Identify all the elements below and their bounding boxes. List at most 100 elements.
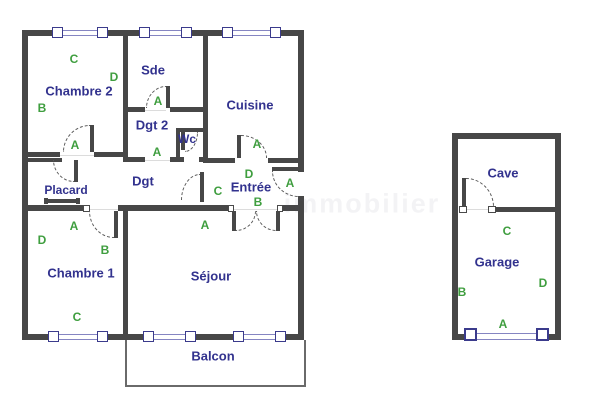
window-jamb (185, 331, 196, 342)
door-threshold (233, 209, 277, 210)
door-jamb (488, 206, 496, 213)
room-label-dgt: Dgt (132, 173, 154, 189)
closet-rail-cap (76, 198, 80, 204)
wall-segment (176, 128, 180, 160)
wall-segment (268, 158, 304, 163)
door-threshold (60, 155, 94, 156)
orientation-marker: D (538, 276, 548, 290)
wall-segment (555, 133, 561, 340)
window (154, 334, 185, 340)
wall-segment (170, 107, 208, 112)
door-jamb (228, 205, 234, 212)
wall-segment (94, 152, 123, 157)
window-jamb (52, 27, 63, 38)
door-jamb (459, 206, 467, 213)
window-jamb (48, 331, 59, 342)
wall-segment (203, 30, 208, 163)
garage-door-jamb (464, 328, 477, 341)
closet-rail (45, 199, 80, 203)
orientation-marker: A (285, 176, 295, 190)
window (244, 334, 275, 340)
room-label-sde: Sde (141, 62, 165, 78)
room-label-chambre2: Chambre 2 (45, 83, 113, 99)
wall-segment (277, 205, 304, 211)
room-label-garage: Garage (474, 254, 520, 270)
wall-segment (123, 30, 128, 157)
wall-segment (118, 205, 233, 211)
door-threshold (145, 110, 166, 111)
window-jamb (233, 331, 244, 342)
orientation-marker: C (213, 184, 223, 198)
wall-segment (22, 152, 60, 157)
wall-segment (22, 205, 87, 211)
wall-segment (123, 157, 145, 162)
wall-segment (298, 30, 304, 172)
door-leaf (276, 211, 280, 231)
door-threshold (467, 209, 489, 210)
window (63, 30, 98, 36)
door-leaf (181, 130, 185, 150)
door-arc (256, 211, 276, 231)
window-jamb (222, 27, 233, 38)
window-jamb (97, 27, 108, 38)
door-leaf (166, 86, 170, 108)
door-arc (89, 211, 114, 238)
orientation-marker: D (37, 233, 47, 247)
orientation-marker: C (502, 224, 512, 238)
wall-segment (452, 133, 561, 139)
door-leaf (462, 178, 466, 207)
orientation-marker: A (69, 219, 79, 233)
orientation-marker: B (457, 285, 467, 299)
balcony-rail (304, 340, 306, 387)
orientation-marker: A (200, 218, 210, 232)
orientation-marker: A (152, 145, 162, 159)
door-leaf (272, 167, 299, 171)
door-jamb (83, 205, 90, 212)
wall-segment (495, 207, 561, 212)
wall-segment (170, 157, 184, 162)
door-leaf (232, 211, 236, 231)
room-label-dgt2: Dgt 2 (135, 117, 169, 133)
door-jamb (277, 205, 283, 212)
door-leaf (90, 125, 94, 152)
window-jamb (139, 27, 150, 38)
door-arc (236, 211, 256, 231)
orientation-marker: A (498, 317, 508, 331)
balcony-rail (125, 340, 127, 387)
room-label-sejour: Séjour (190, 268, 232, 284)
door-threshold (87, 209, 118, 210)
window (59, 334, 97, 340)
window-jamb (270, 27, 281, 38)
orientation-marker: C (69, 52, 79, 66)
room-label-entree: Entrée (230, 179, 272, 195)
orientation-marker: D (244, 167, 254, 181)
room-label-wc: Wc (178, 132, 196, 146)
wall-segment (123, 205, 128, 340)
window-jamb (97, 331, 108, 342)
wall-segment (452, 133, 458, 340)
wall-segment (540, 334, 561, 340)
orientation-marker: B (100, 243, 110, 257)
orientation-marker: A (252, 137, 262, 151)
door-arc (466, 178, 494, 207)
wall-segment (22, 158, 62, 162)
window-jamb (143, 331, 154, 342)
orientation-marker: D (109, 70, 119, 84)
door-arc (181, 174, 200, 200)
orientation-marker: B (37, 101, 47, 115)
door-threshold (145, 160, 170, 161)
orientation-marker: A (153, 94, 163, 108)
wall-segment (298, 196, 304, 340)
wall-segment (22, 30, 28, 340)
watermark: immobilier (283, 188, 441, 219)
wall-segment (452, 334, 470, 340)
window (233, 30, 270, 36)
balcony-rail (125, 385, 306, 387)
door-leaf (114, 211, 118, 238)
door-arc (53, 160, 74, 182)
window (150, 30, 181, 36)
room-label-chambre1: Chambre 1 (47, 265, 115, 281)
room-label-cave: Cave (487, 165, 519, 181)
garage-door (477, 333, 536, 340)
